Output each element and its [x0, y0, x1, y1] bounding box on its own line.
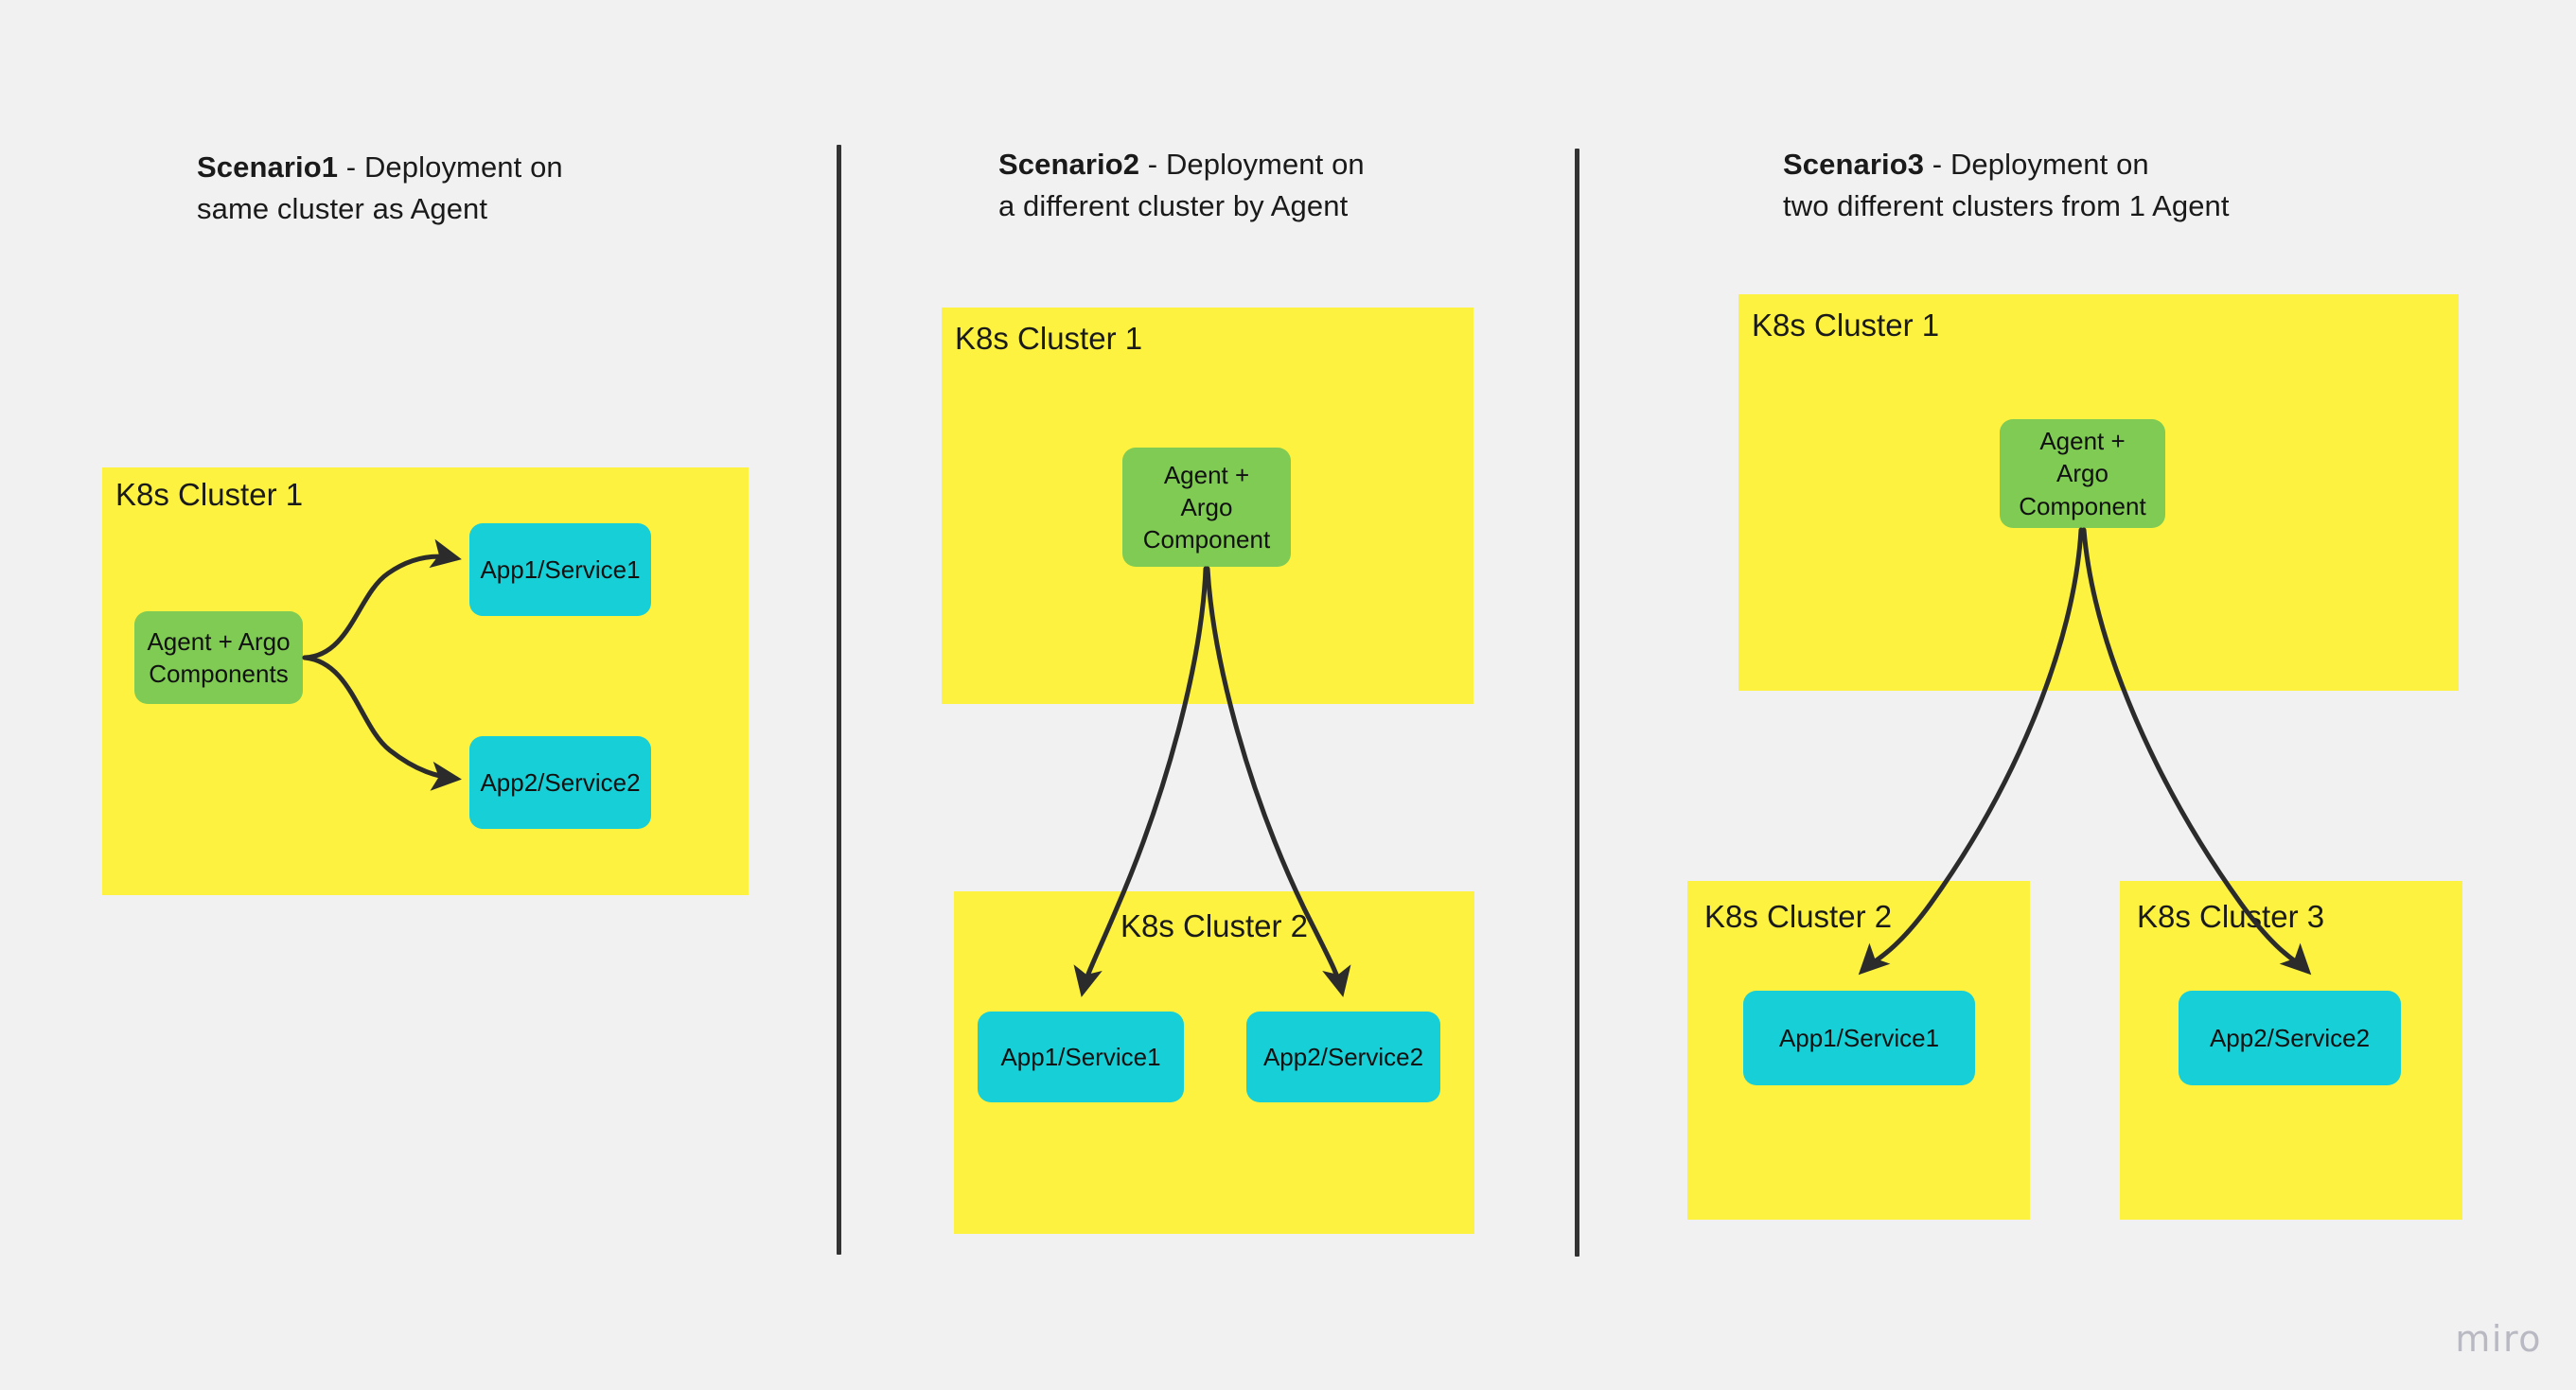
scenario1-title-line2: same cluster as Agent	[197, 192, 488, 226]
scenario2-title-line2: a different cluster by Agent	[998, 189, 1349, 223]
scenario3-app1-node[interactable]: App1/Service1	[1743, 991, 1975, 1085]
scenario2-agent-node[interactable]: Agent + Argo Component	[1122, 448, 1291, 567]
scenario3-cluster-1-label: K8s Cluster 1	[1752, 308, 1940, 343]
scenario3-title: Scenario3 - Deployment on two different c…	[1783, 144, 2370, 227]
scenario1-app2-node[interactable]: App2/Service2	[469, 736, 651, 829]
scenario2-app2-node[interactable]: App2/Service2	[1246, 1012, 1440, 1102]
scenario3-title-rest: - Deployment on	[1924, 148, 2149, 181]
scenario3-cluster-3-label: K8s Cluster 3	[2137, 899, 2325, 934]
scenario2-cluster-2-label: K8s Cluster 2	[1120, 908, 1309, 943]
scenario3-title-bold: Scenario3	[1783, 148, 1925, 181]
scenario3-app2-node[interactable]: App2/Service2	[2179, 991, 2401, 1085]
scenario1-title-rest: - Deployment on	[338, 150, 563, 184]
scenario2-title-rest: - Deployment on	[1139, 148, 1365, 181]
scenario2-title: Scenario2 - Deployment on a different clu…	[998, 144, 1509, 227]
scenario1-title-bold: Scenario1	[197, 150, 339, 184]
scenario1-app1-node[interactable]: App1/Service1	[469, 523, 651, 616]
scenario3-agent-node[interactable]: Agent + Argo Component	[2000, 419, 2165, 528]
scenario-divider-2	[1575, 149, 1579, 1257]
scenario1-agent-node[interactable]: Agent + Argo Components	[134, 611, 303, 704]
miro-watermark: miro	[2455, 1318, 2542, 1360]
scenario-divider-1	[837, 145, 841, 1255]
scenario3-title-line2: two different clusters from 1 Agent	[1783, 189, 2230, 223]
scenario3-cluster-2-label: K8s Cluster 2	[1704, 899, 1893, 934]
scenario2-title-bold: Scenario2	[998, 148, 1140, 181]
scenario1-cluster-1-label: K8s Cluster 1	[115, 477, 304, 512]
scenario2-cluster-1-label: K8s Cluster 1	[955, 321, 1143, 356]
scenario1-title: Scenario1 - Deployment on same cluster as…	[197, 147, 689, 230]
scenario2-app1-node[interactable]: App1/Service1	[978, 1012, 1184, 1102]
